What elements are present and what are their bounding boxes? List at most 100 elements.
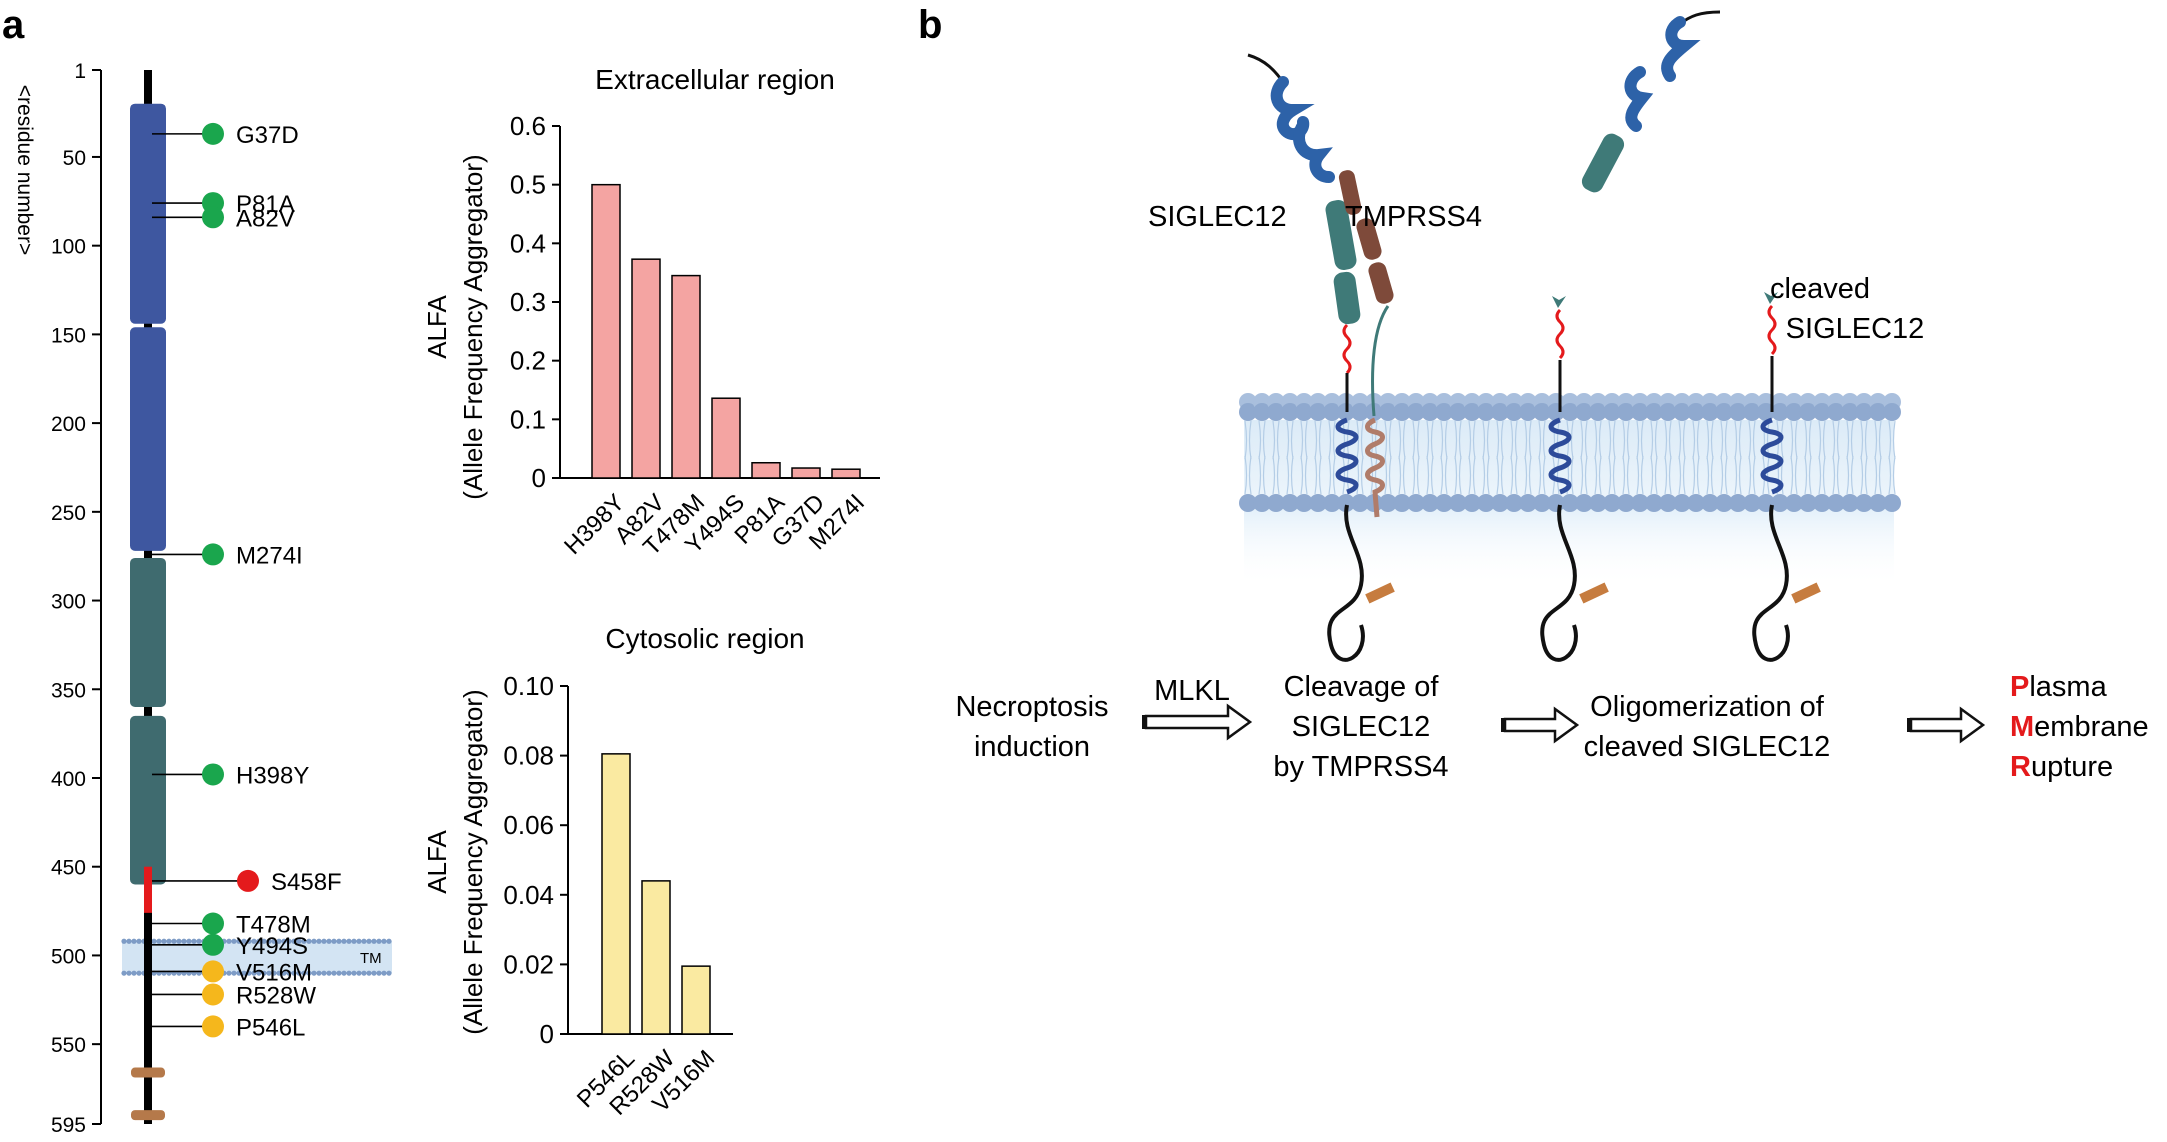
lipid-head <box>1673 403 1691 421</box>
lipid-head <box>1659 494 1677 512</box>
cleaved-label-1: cleaved <box>1770 273 1870 305</box>
lipid-head <box>271 970 277 976</box>
lipid-tail <box>1538 420 1546 495</box>
lipid-head <box>136 938 142 944</box>
lipid-tail <box>1650 420 1658 495</box>
chart2-axes: 00.020.040.060.080.10 <box>503 671 733 1049</box>
lipid-head <box>1421 494 1439 512</box>
y-tick-label: 0.10 <box>503 671 554 701</box>
lipid-head <box>1463 403 1481 421</box>
lipid-head <box>1407 494 1425 512</box>
lipid-head <box>316 938 322 944</box>
residue-tick-label: 50 <box>63 147 86 170</box>
lipid-head <box>1855 403 1873 421</box>
lipid-head <box>286 938 292 944</box>
lipid-tail <box>1510 420 1518 495</box>
lipid-head <box>1715 403 1733 421</box>
lipid-head <box>276 938 282 944</box>
pmr-word: Plasma <box>2010 671 2108 703</box>
lipid-tail <box>1846 420 1854 495</box>
lipid-head <box>1827 494 1845 512</box>
lipid-head <box>1533 494 1551 512</box>
lipid-head <box>1841 403 1859 421</box>
phosphosite-mark <box>131 1110 165 1121</box>
lipid-head <box>1631 494 1649 512</box>
variant-dot <box>237 869 259 892</box>
lipid-head <box>1407 403 1425 421</box>
lipid-head <box>1281 494 1299 512</box>
residue-axis-label: <residue number> <box>13 85 36 255</box>
lipid-head <box>131 970 137 976</box>
variant-label: H398Y <box>236 762 309 789</box>
domain-block <box>130 557 166 708</box>
protein-domains <box>130 103 166 885</box>
lipid-head <box>1701 494 1719 512</box>
lipid-head <box>1743 494 1761 512</box>
lipid-head <box>1281 403 1299 421</box>
residue-tick-label: 1 <box>74 60 86 83</box>
cytosolic-bar-chart: Cytosolic region ALFA (Allele Frequency … <box>422 623 805 1121</box>
lipid-tail <box>1678 420 1686 495</box>
lipid-head <box>161 938 167 944</box>
step3-line1: Oligomerization of <box>1590 691 1825 723</box>
lipid-head <box>196 938 202 944</box>
lipid-head <box>331 970 337 976</box>
chart2-bars <box>601 753 711 1035</box>
lipid-head <box>1267 403 1285 421</box>
lipid-head <box>1477 494 1495 512</box>
cleaved-label-2: SIGLEC12 <box>1786 313 1925 345</box>
lipid-tail <box>1636 420 1644 495</box>
y-tick-label: 0.2 <box>510 346 546 376</box>
lipid-tail <box>1804 420 1812 495</box>
lipid-head <box>1701 403 1719 421</box>
released-siglec12-ectodomain <box>1581 10 1721 193</box>
y-tick-label: 0.04 <box>503 880 554 910</box>
variant-dot <box>202 122 224 145</box>
lipid-tail <box>1692 420 1700 495</box>
domain-block <box>130 327 166 551</box>
lipid-head <box>1449 494 1467 512</box>
lipid-head <box>246 970 252 976</box>
lipid-head <box>271 938 277 944</box>
lipid-tail <box>1832 420 1840 495</box>
y-tick-label: 0.1 <box>510 404 546 434</box>
lipid-head <box>1589 494 1607 512</box>
lipid-tail <box>1748 420 1756 495</box>
lipid-head <box>1309 494 1327 512</box>
lipid-head <box>181 938 187 944</box>
lipid-head <box>1813 494 1831 512</box>
lipid-head <box>1253 403 1271 421</box>
pmr-initial: R <box>2010 751 2031 783</box>
tm-membrane-strip <box>121 938 392 976</box>
lipid-head <box>376 970 382 976</box>
lipid-head <box>256 938 262 944</box>
variant-label: P546L <box>236 1014 305 1041</box>
pmr-word: Membrane <box>2010 711 2149 743</box>
lipid-head <box>1827 403 1845 421</box>
lipid-head <box>351 938 357 944</box>
residue-tick-label: 500 <box>51 945 86 968</box>
lipid-head <box>156 938 162 944</box>
lipid-tail <box>1314 420 1322 495</box>
lipid-tail <box>1762 420 1770 495</box>
lipid-head <box>1491 494 1509 512</box>
lipid-head <box>1799 494 1817 512</box>
variant-label: S458F <box>271 869 342 896</box>
residue-tick-label: 250 <box>51 502 86 525</box>
variant-dot <box>202 933 224 956</box>
residue-tick-label: 350 <box>51 679 86 702</box>
lipid-head <box>1449 403 1467 421</box>
variant-dot <box>202 912 224 935</box>
lipid-head <box>306 970 312 976</box>
lipid-tail <box>1818 420 1826 495</box>
lipid-head <box>1729 403 1747 421</box>
lipid-head <box>1477 403 1495 421</box>
lipid-head <box>1617 494 1635 512</box>
lipid-head <box>121 938 127 944</box>
lipid-head <box>1505 403 1523 421</box>
y-tick-label: 0.4 <box>510 228 546 258</box>
lipid-head <box>291 970 297 976</box>
lipid-head <box>1771 494 1789 512</box>
lipid-tail <box>1412 420 1420 495</box>
lipid-head <box>306 938 312 944</box>
